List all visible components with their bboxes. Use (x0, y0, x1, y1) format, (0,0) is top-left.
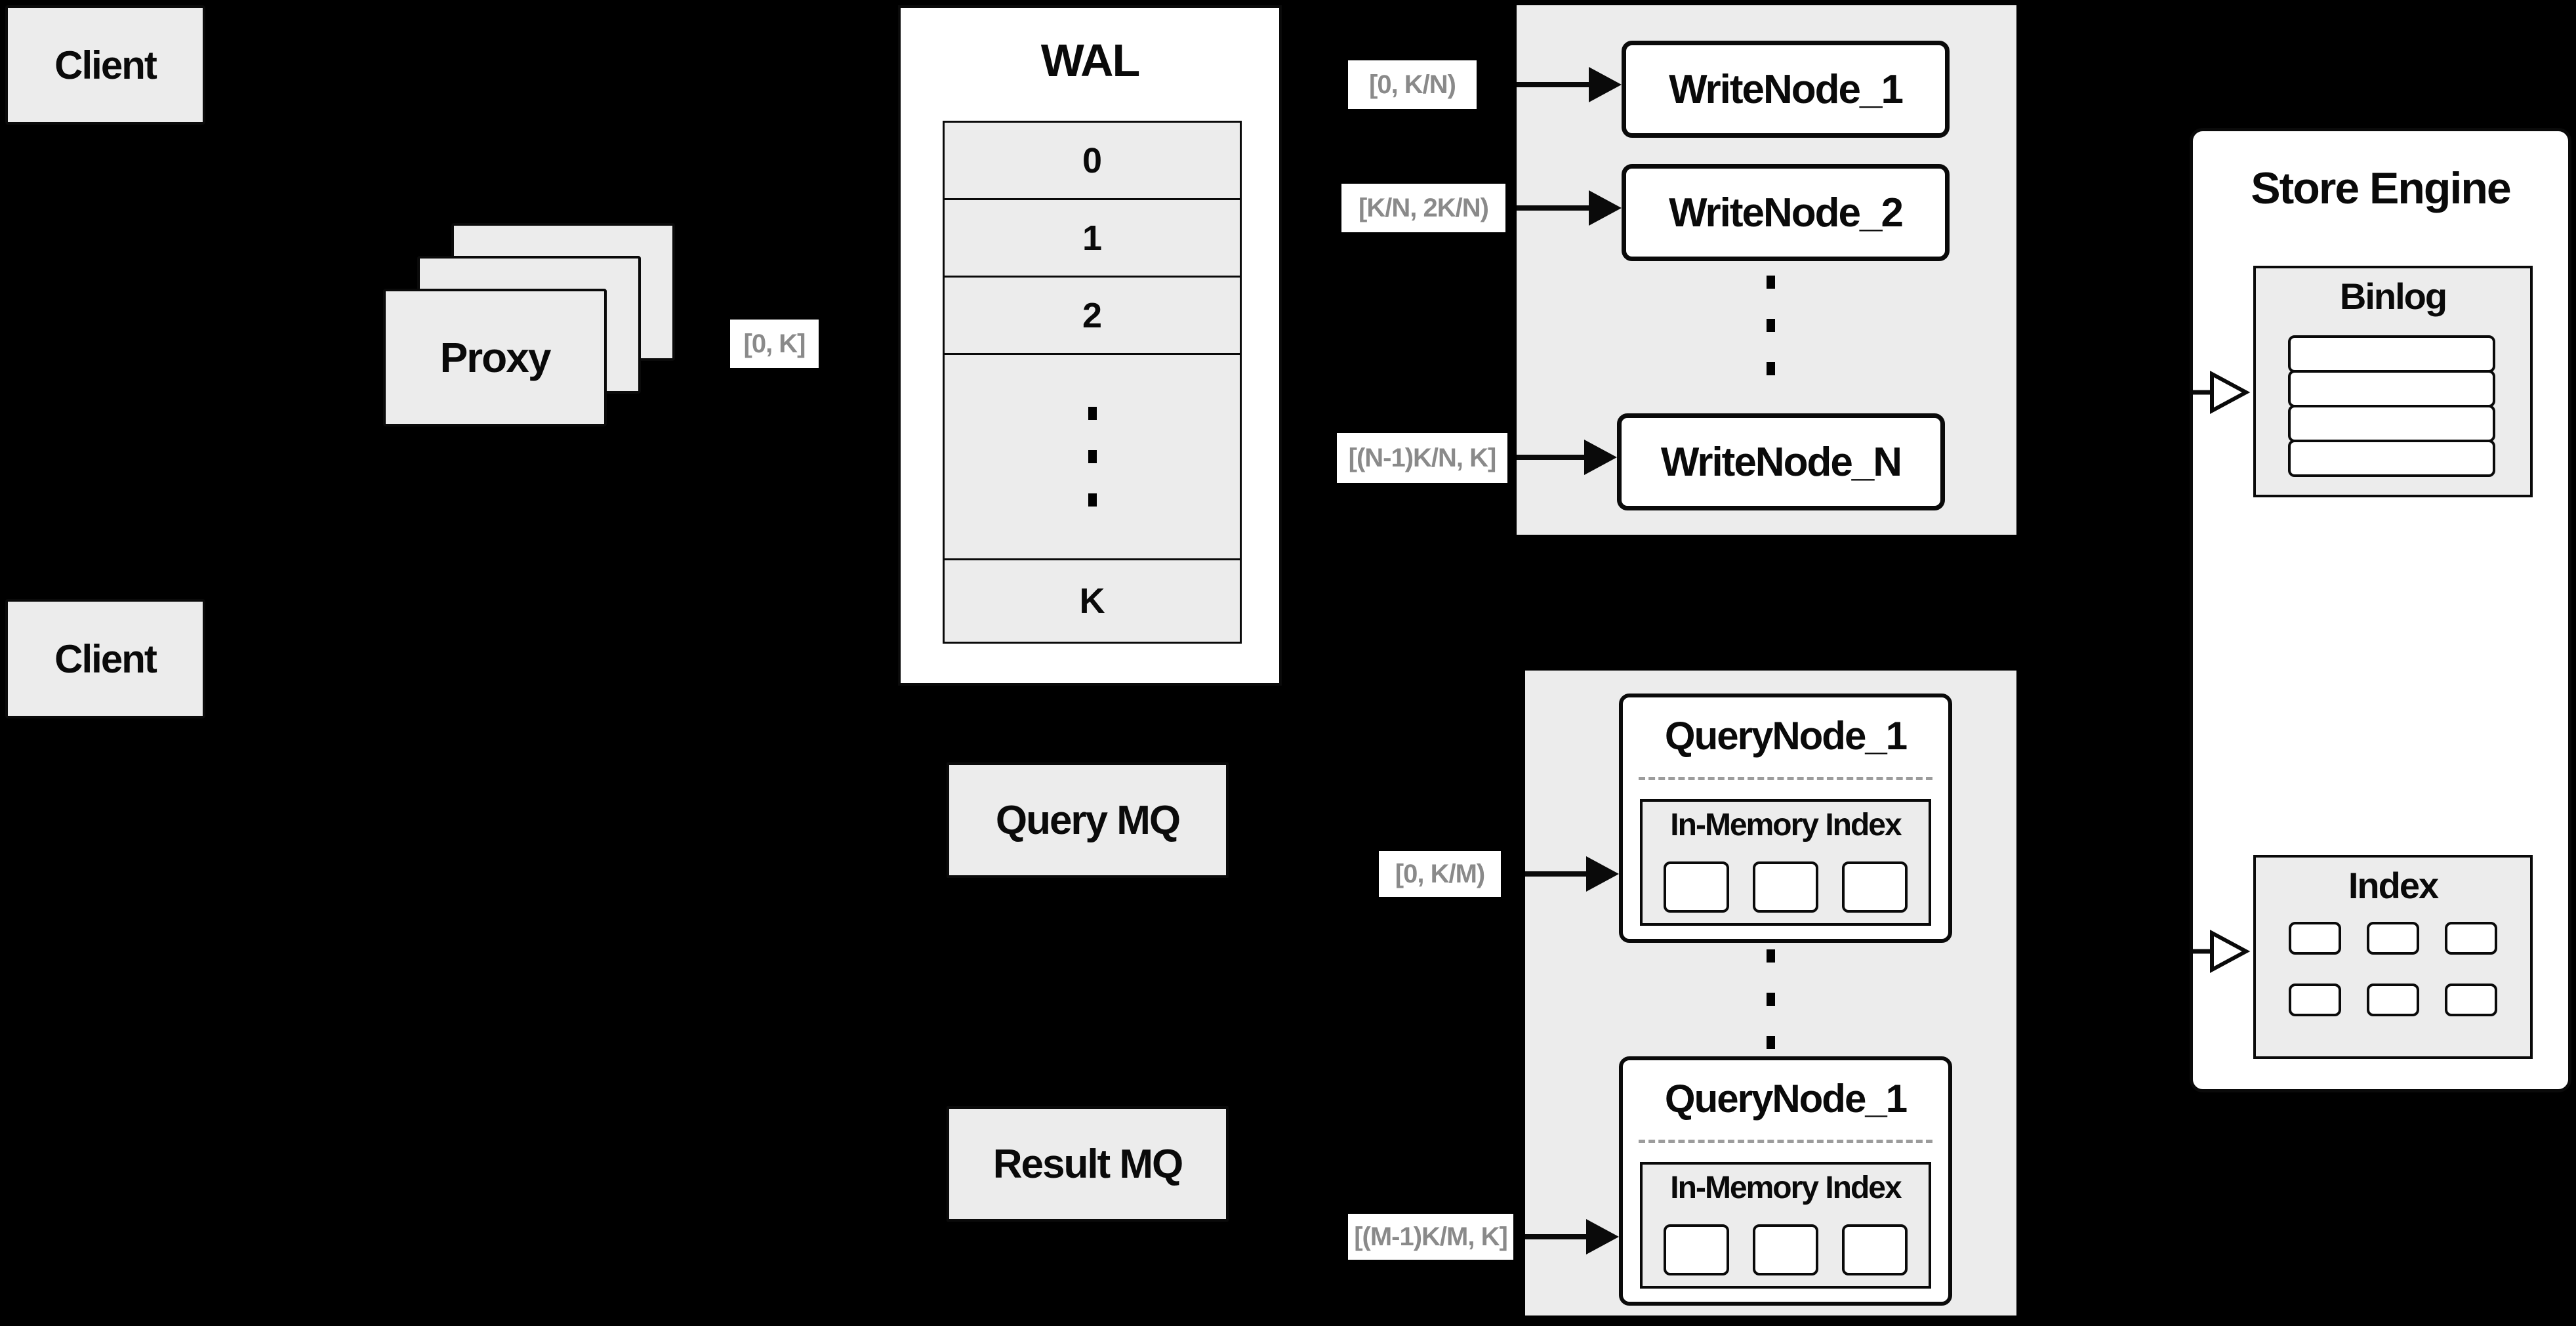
wal-row-k: K (943, 558, 1242, 644)
write-node-2-label: WriteNode_2 (1669, 190, 1904, 236)
write-node-n-label: WriteNode_N (1660, 439, 1902, 485)
query-node-2-title: QueryNode_1 (1664, 1077, 1908, 1121)
wal-table: 0 1 2 K (943, 121, 1242, 644)
range-label-write-node-2: [K/N, 2K/N) (1341, 184, 1505, 232)
client-top-box: Client (5, 5, 205, 125)
proxy-card-front: Proxy (383, 289, 607, 426)
query-node-1-title: QueryNode_1 (1664, 714, 1908, 758)
client-bottom-label: Client (54, 636, 157, 681)
proxy-label: Proxy (440, 334, 552, 381)
wal-row-1: 1 (943, 198, 1242, 278)
wal-ellipsis-cell (943, 353, 1242, 560)
client-top-label: Client (54, 43, 157, 87)
range-label-query-node-m: [(M-1)K/M, K] (1348, 1214, 1513, 1260)
binlog-row (2288, 405, 2495, 442)
in-memory-index-box: In-Memory Index (1640, 1162, 1931, 1289)
wal-title: WAL (1040, 35, 1141, 86)
segment-cell (1664, 1224, 1729, 1275)
write-node-n: WriteNode_N (1617, 413, 1945, 510)
binlog-row (2288, 335, 2495, 373)
binlog-row (2288, 440, 2495, 477)
ellipsis-dots (1088, 407, 1097, 507)
query-nodes-panel: QueryNode_1 In-Memory Index QueryNode_1 … (1525, 671, 2016, 1316)
query-mq-box: Query MQ (947, 762, 1229, 878)
in-memory-index-title: In-Memory Index (1670, 808, 1902, 842)
segment-cell (1753, 861, 1818, 913)
binlog-box: Binlog (2253, 266, 2533, 497)
range-label-write-node-n: [(N-1)K/N, K] (1337, 433, 1507, 483)
wal-box: WAL 0 1 2 K (898, 5, 1282, 686)
range-label-write-node-1: [0, K/N) (1348, 60, 1477, 109)
index-cell (2445, 984, 2497, 1016)
ellipsis-dots (1767, 276, 1775, 375)
segment-cell (1664, 861, 1729, 913)
in-memory-index-box: In-Memory Index (1640, 799, 1931, 926)
write-node-2: WriteNode_2 (1622, 164, 1950, 261)
dashed-divider (1639, 777, 1932, 780)
result-mq-label: Result MQ (992, 1141, 1184, 1187)
index-segment-cells (1643, 861, 1929, 913)
write-node-1-label: WriteNode_1 (1669, 66, 1904, 112)
range-label-proxy-to-wal: [0, K] (730, 320, 819, 368)
range-label-query-node-1: [0, K/M) (1379, 851, 1501, 897)
index-cell (2367, 984, 2419, 1016)
binlog-row (2288, 370, 2495, 407)
write-nodes-panel: WriteNode_1 WriteNode_2 WriteNode_N (1517, 5, 2016, 535)
index-cell (2289, 922, 2341, 955)
query-node-2: QueryNode_1 In-Memory Index (1619, 1056, 1952, 1306)
index-cell (2367, 922, 2419, 955)
dashed-divider (1639, 1140, 1932, 1143)
binlog-rows (2288, 335, 2495, 477)
store-engine-title: Store Engine (2251, 163, 2511, 213)
index-box: Index (2253, 855, 2533, 1059)
index-cell (2289, 984, 2341, 1016)
wal-row-0: 0 (943, 121, 1242, 200)
binlog-title: Binlog (2339, 276, 2447, 317)
index-segment-cells (1643, 1224, 1929, 1275)
index-cells (2289, 922, 2497, 1016)
query-mq-label: Query MQ (995, 797, 1181, 843)
in-memory-index-title: In-Memory Index (1670, 1171, 1902, 1205)
result-mq-box: Result MQ (947, 1106, 1229, 1222)
client-bottom-box: Client (5, 599, 205, 718)
index-cell (2445, 922, 2497, 955)
segment-cell (1842, 1224, 1908, 1275)
store-engine-box: Store Engine Binlog Index (2190, 128, 2571, 1092)
ellipsis-dots (1767, 949, 1775, 1049)
query-node-1: QueryNode_1 In-Memory Index (1619, 694, 1952, 943)
segment-cell (1753, 1224, 1818, 1275)
index-title: Index (2348, 865, 2439, 906)
write-node-1: WriteNode_1 (1622, 41, 1950, 138)
wal-row-2: 2 (943, 276, 1242, 355)
segment-cell (1842, 861, 1908, 913)
